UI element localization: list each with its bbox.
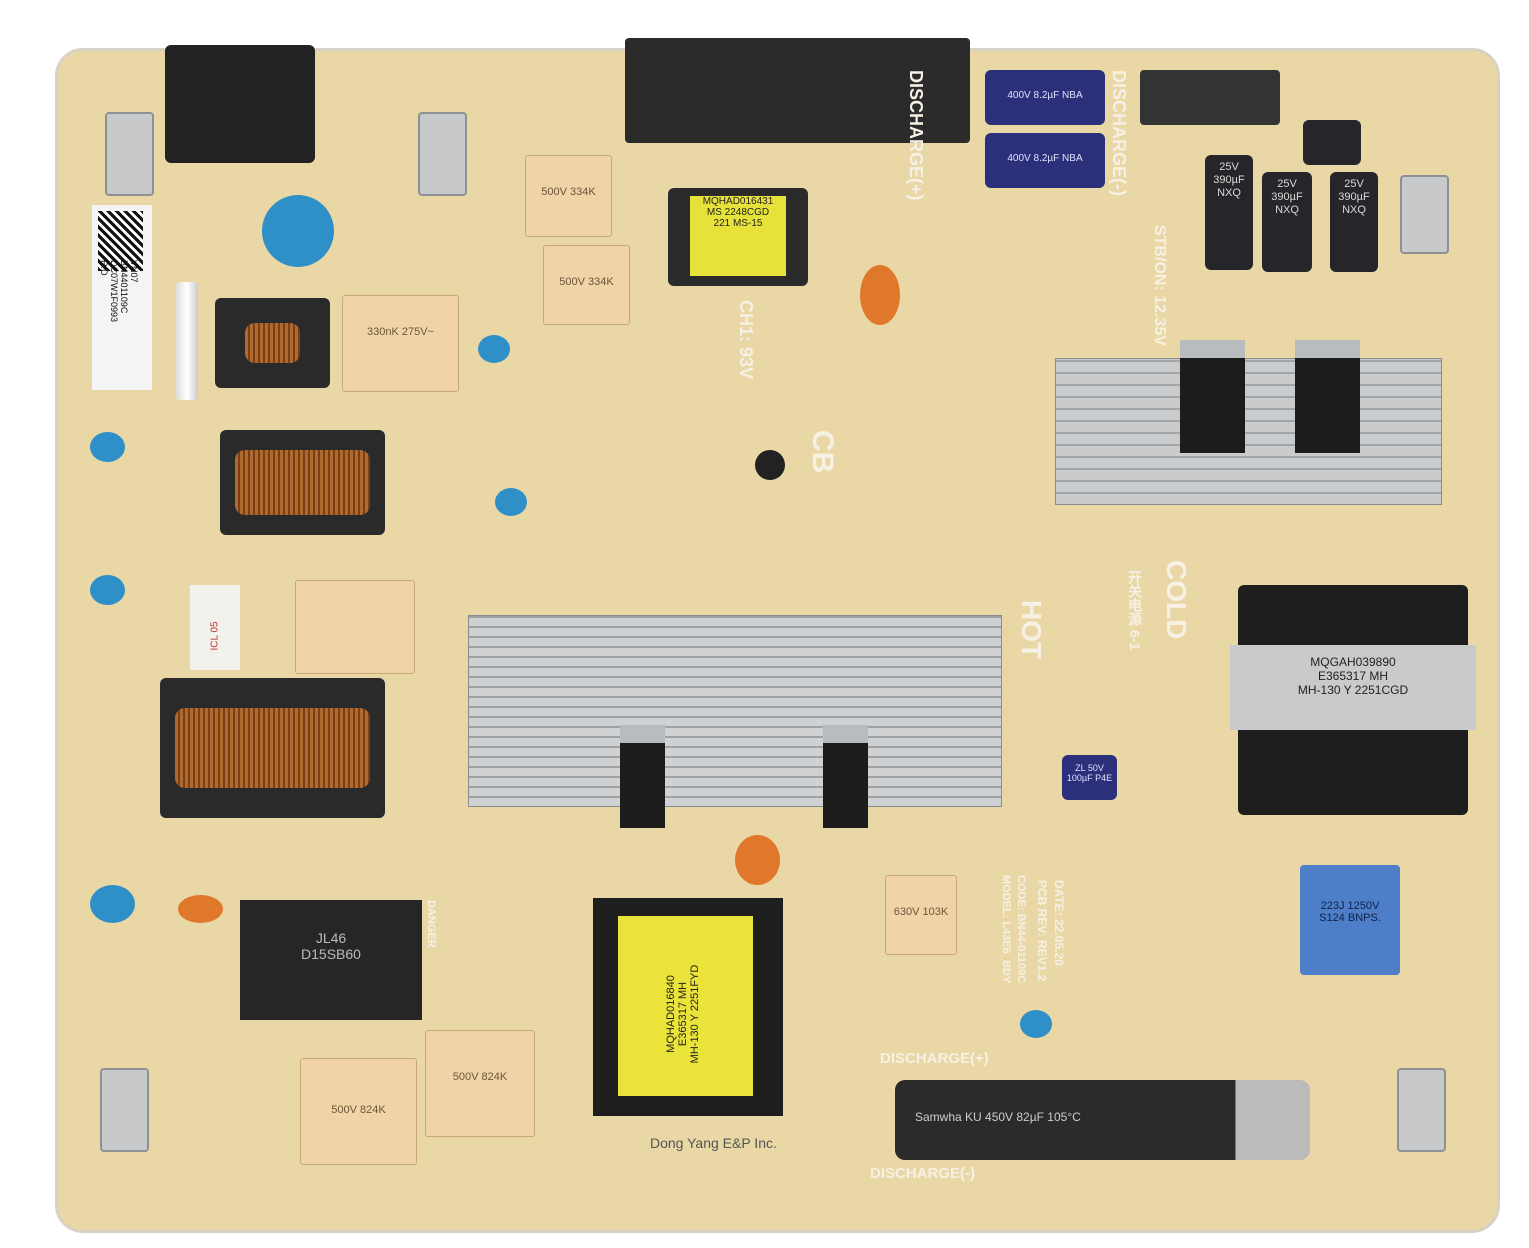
standby-connector — [1140, 70, 1280, 125]
electrolytic-capacitor: 400V 8.2µF NBA — [985, 133, 1105, 188]
electrolytic-capacitor — [1303, 120, 1361, 165]
mounting-clip — [1400, 175, 1449, 254]
electrolytic-capacitor: 25V 390µF NXQ — [1205, 155, 1253, 270]
y-capacitor — [1020, 1010, 1052, 1038]
ac-inlet-connector — [165, 45, 315, 163]
electrolytic-capacitor: 25V 390µF NXQ — [1330, 172, 1378, 272]
mosfet — [823, 725, 868, 828]
hot-label: HOT — [1016, 600, 1047, 660]
mosfet — [620, 725, 665, 828]
standby-transformer: MQHAD016431 MS 2248CGD 221 MS-15 — [668, 188, 808, 286]
thermistor: ICL 05 — [190, 585, 240, 670]
code-label: CODE: BN44-01109C — [1015, 875, 1027, 984]
bridge-rectifier: JL46 D15SB60 — [240, 900, 422, 1020]
mounting-clip — [100, 1068, 149, 1152]
ceramic-capacitor — [178, 895, 223, 923]
y-capacitor — [90, 432, 125, 462]
pcb-rev-label: PCB REV: REV1.2 — [1035, 880, 1049, 982]
mounting-clip — [418, 112, 467, 196]
primary-heatsink — [468, 615, 1002, 807]
discharge-minus-bottom-label: DISCHARGE(-) — [870, 1165, 975, 1182]
electrolytic-capacitor-small: ZL 50V 100µF P4E — [1062, 755, 1117, 800]
discharge-minus-label: DISCHARGE(-) — [1109, 70, 1129, 196]
electrolytic-capacitor: 400V 8.2µF NBA — [985, 70, 1105, 125]
film-capacitor-824k: 500V 824K — [425, 1030, 535, 1137]
film-capacitor-824k: 500V 824K — [300, 1058, 417, 1165]
rectifier-diode — [1295, 340, 1360, 453]
output-connector — [625, 38, 970, 143]
ceramic-capacitor — [735, 835, 780, 885]
maker-silkscreen: Dong Yang E&P Inc. — [650, 1135, 777, 1151]
discharge-plus-bottom-label: DISCHARGE(+) — [880, 1050, 989, 1067]
film-capacitor-334k: 500V 334K — [525, 155, 612, 237]
y-film-capacitor: 223J 1250V S124 BNPS. — [1300, 865, 1400, 975]
film-capacitor-334k: 500V 334K — [543, 245, 630, 325]
y-capacitor — [90, 575, 125, 605]
secondary-heatsink — [1055, 358, 1442, 505]
varistor — [262, 195, 334, 267]
line-filter-choke — [160, 678, 385, 818]
label-line: DC07W1F0993 — [109, 260, 119, 323]
qr-code — [98, 211, 143, 271]
common-mode-choke — [215, 298, 330, 388]
bulk-capacitor: Samwha KU 450V 82µF 105°C — [895, 1080, 1310, 1160]
y-capacitor — [478, 335, 510, 363]
pfc-inductor: MQHAD016840 E365317 MH MH-130 Y 2251FYD — [593, 898, 783, 1116]
small-capacitor — [755, 450, 785, 480]
film-capacitor-103k: 630V 103K — [885, 875, 957, 955]
x-capacitor: 330nK 275V~ — [342, 295, 459, 392]
rectifier-diode — [1180, 340, 1245, 453]
label-line: VN07 — [129, 260, 139, 283]
chinese-label: 开关电源 6-1 — [1127, 570, 1143, 651]
label-line: BN4401109C — [119, 260, 129, 314]
fuse — [176, 282, 198, 400]
ceramic-capacitor — [860, 265, 900, 325]
y-capacitor — [90, 885, 135, 923]
label-sticker: VN07 BN4401109C DC07W1F0993 R.D — [92, 205, 152, 390]
date-label: DATE: 22.05.20 — [1052, 880, 1066, 966]
stb-on-label: STB/ON: 12.35V — [1151, 225, 1168, 346]
danger-label: DANGER — [425, 900, 437, 948]
label-line: R.D — [99, 260, 109, 276]
line-filter-choke — [220, 430, 385, 535]
model-label: MODEL: L43E6_BDY — [1000, 875, 1012, 984]
discharge-plus-label: DISCHARGE(+) — [906, 70, 926, 201]
main-transformer: MQGAH039890 E365317 MH MH-130 Y 2251CGD — [1230, 585, 1476, 815]
electrolytic-capacitor: 25V 390µF NXQ — [1262, 172, 1312, 272]
mounting-clip — [1397, 1068, 1446, 1152]
mounting-clip — [105, 112, 154, 196]
ch1-label: CH1: 93V — [736, 300, 756, 380]
x-capacitor — [295, 580, 415, 674]
y-capacitor — [495, 488, 527, 516]
cb-label: CB — [806, 430, 839, 474]
cold-label: COLD — [1161, 560, 1192, 640]
